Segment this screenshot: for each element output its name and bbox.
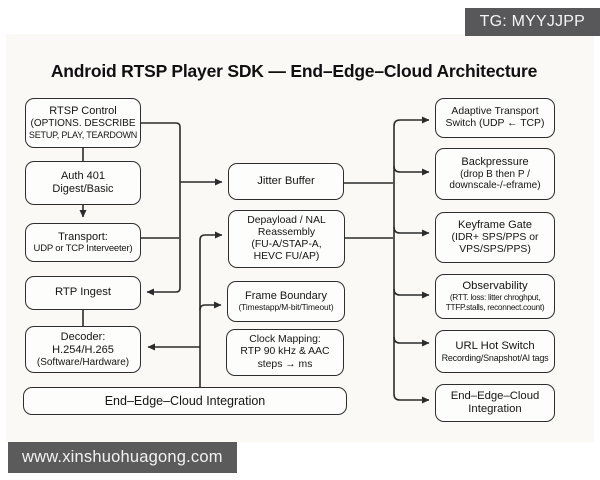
node-line: (Timestapp/M-bit/Timeout) [238, 302, 334, 313]
node-depayload-nal-reassembly: Depayload / NAL Reassembly (FU-A/STAP-A,… [228, 210, 345, 268]
edge-trunk-to-backpressure [393, 165, 430, 176]
edge-left-trunk-to-rtp-ingest [141, 122, 181, 296]
node-line: Recording/Snapshot/AI tags [441, 352, 549, 363]
node-line: UDP or TCP Interveeter) [33, 243, 133, 255]
node-line: Digest/Basic [52, 183, 114, 195]
node-line: steps → ms [257, 358, 313, 370]
node-line: Transport: [58, 230, 108, 243]
node-line: Reassembly [257, 226, 316, 238]
node-line: Backpressure [461, 155, 529, 168]
node-line: VPS/SPS/PPS) [459, 243, 531, 255]
node-line: Decoder: [60, 330, 106, 343]
node-line: Clock Mapping: [249, 334, 321, 346]
node-line: (IDR+ SPS/PPS or [451, 231, 539, 243]
node-line: End–Edge–Cloud Integration [104, 393, 266, 408]
edge-trunk-to-keyframe [393, 226, 430, 237]
node-line: Depayload / NAL [247, 214, 326, 226]
telegram-watermark-badge: TG: MYYJJPP [464, 8, 600, 36]
node-line: Integration [468, 403, 522, 415]
node-clock-mapping: Clock Mapping: RTP 90 kHz & AAC steps → … [226, 329, 344, 376]
node-backpressure: Backpressure (drop B then P / downscale-… [435, 148, 555, 200]
node-line: HEVC FU/AP) [253, 251, 320, 263]
edge-mid-trunk-to-depayload [199, 231, 223, 387]
edge-trunk-to-observability [393, 288, 430, 299]
node-line: (RTT. loss: litter chroghput, [449, 292, 541, 303]
node-line: (OPTIONS. DESCRIBE [30, 118, 136, 130]
node-line: Jitter Buffer [257, 174, 315, 187]
edge-trunk-to-adaptive [393, 116, 430, 127]
node-line: (drop B then P / [460, 168, 530, 180]
node-line: RTSP Control [49, 105, 117, 118]
node-transport: Transport: UDP or TCP Interveeter) [25, 223, 141, 262]
node-line: downscale-/-eframe) [449, 180, 541, 192]
node-line: RTP 90 kHz & AAC [240, 346, 330, 358]
node-line: (FU-A/STAP-A, [251, 239, 322, 250]
node-jitter-buffer: Jitter Buffer [228, 163, 344, 200]
node-frame-boundary: Frame Boundary (Timestapp/M-bit/Timeout) [227, 281, 345, 322]
node-line: End–Edge–Cloud [450, 389, 540, 402]
node-line: Switch (UDP ← TCP) [445, 118, 545, 129]
node-line: Auth 401 [60, 170, 106, 183]
website-watermark: www.xinshuohuagong.com [8, 442, 237, 473]
node-line: SETUP, PLAY, TEARDOWN [28, 130, 138, 141]
edge-trunk-to-integration-right [393, 393, 430, 404]
node-decoder: Decoder: H.254/H.265 (Software/Hardware) [25, 326, 141, 373]
node-auth-401: Auth 401 Digest/Basic [25, 161, 141, 205]
node-end-edge-cloud-integration-right: End–Edge–Cloud Integration [435, 384, 555, 422]
node-keyframe-gate: Keyframe Gate (IDR+ SPS/PPS or VPS/SPS/P… [435, 212, 555, 263]
node-end-edge-cloud-integration-wide: End–Edge–Cloud Integration [23, 387, 347, 415]
node-line: TTFP.stalls, reconnect.count) [445, 302, 545, 313]
node-rtsp-control: RTSP Control (OPTIONS. DESCRIBE SETUP, P… [25, 98, 141, 148]
node-line: URL Hot Switch [455, 339, 535, 352]
node-rtp-ingest: RTP Ingest [25, 276, 141, 310]
node-adaptive-transport-switch: Adaptive Transport Switch (UDP ← TCP) [435, 98, 555, 138]
edge-midtrunk-to-frame-boundary [199, 301, 222, 311]
node-line: (Software/Hardware) [36, 356, 130, 368]
node-url-hot-switch: URL Hot Switch Recording/Snapshot/AI tag… [435, 330, 555, 373]
node-observability: Observability (RTT. loss: litter chroghp… [435, 274, 555, 319]
page-title: Android RTSP Player SDK — End–Edge–Cloud… [50, 61, 538, 81]
node-line: H.254/H.265 [52, 343, 114, 356]
node-line: Frame Boundary [245, 290, 327, 303]
node-line: Observability [462, 280, 528, 293]
edge-trunk-to-url-switch [393, 336, 430, 347]
node-line: Keyframe Gate [458, 218, 532, 231]
node-line: Adaptive Transport [451, 105, 539, 117]
node-line: RTP Ingest [54, 286, 112, 299]
